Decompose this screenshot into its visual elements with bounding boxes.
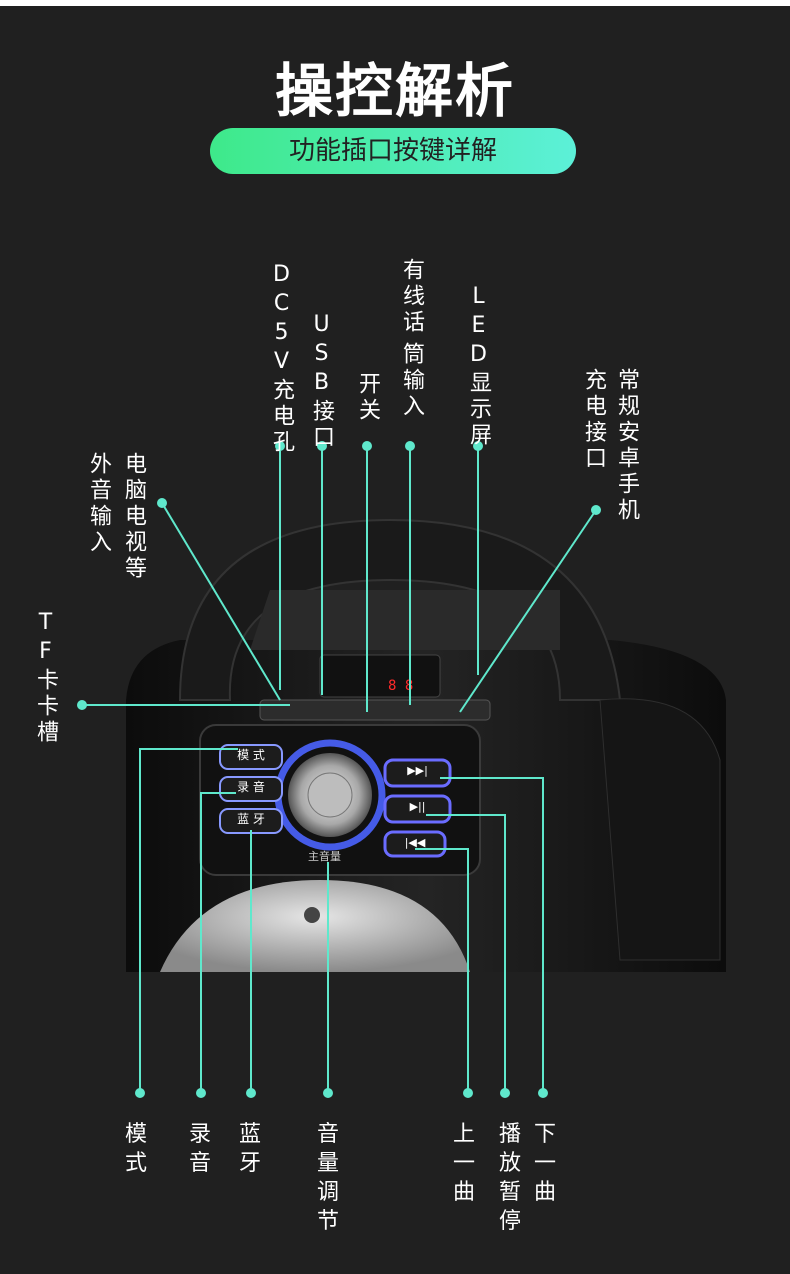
power-label: 开关 <box>355 372 380 424</box>
dc5v-label: DC5V充电孔 <box>269 262 294 456</box>
top-border <box>0 0 790 6</box>
phone-label-1: 常规安卓手机 <box>614 368 639 524</box>
prev-button[interactable]: |◀◀ <box>404 836 426 849</box>
prev-track-label: 上一曲 <box>452 1122 475 1205</box>
mode-label: 模式 <box>124 1122 147 1176</box>
speaker-cone <box>160 880 470 972</box>
record-button[interactable]: 录 音 <box>237 780 265 794</box>
subtitle-badge: 功能插口按键详解 <box>210 128 576 174</box>
mic-label-2: 筒输入 <box>399 342 424 420</box>
next-track-label: 下一曲 <box>533 1122 556 1205</box>
port-strip <box>259 699 491 721</box>
volume-adjust-label: 音量调节 <box>316 1122 339 1234</box>
aux-label-1: 电脑电视等 <box>121 452 146 582</box>
volume-label: 主音量 <box>308 850 341 863</box>
play-pause-label: 播放暂停 <box>498 1122 521 1234</box>
phone-label-2: 充电接口 <box>581 368 606 472</box>
mic-label-1: 有线话 <box>399 258 424 336</box>
led-display <box>319 654 441 698</box>
led-label: LED显示屏 <box>466 284 491 449</box>
page-title: 操控解析 <box>274 57 515 125</box>
svg-text:8 8: 8 8 <box>388 678 413 694</box>
aux-label-2: 外音输入 <box>86 452 111 556</box>
record-label: 录音 <box>188 1122 211 1176</box>
mode-button[interactable]: 模 式 <box>237 748 265 762</box>
bluetooth-button[interactable]: 蓝 牙 <box>237 812 265 826</box>
play-pause-button[interactable]: ▶|| <box>409 800 426 813</box>
next-button[interactable]: ▶▶| <box>407 764 428 777</box>
callout-lines <box>77 441 601 1098</box>
bluetooth-label: 蓝牙 <box>238 1122 261 1176</box>
usb-label: USB接口 <box>309 312 334 451</box>
tf-label: TF卡卡槽 <box>33 610 58 746</box>
